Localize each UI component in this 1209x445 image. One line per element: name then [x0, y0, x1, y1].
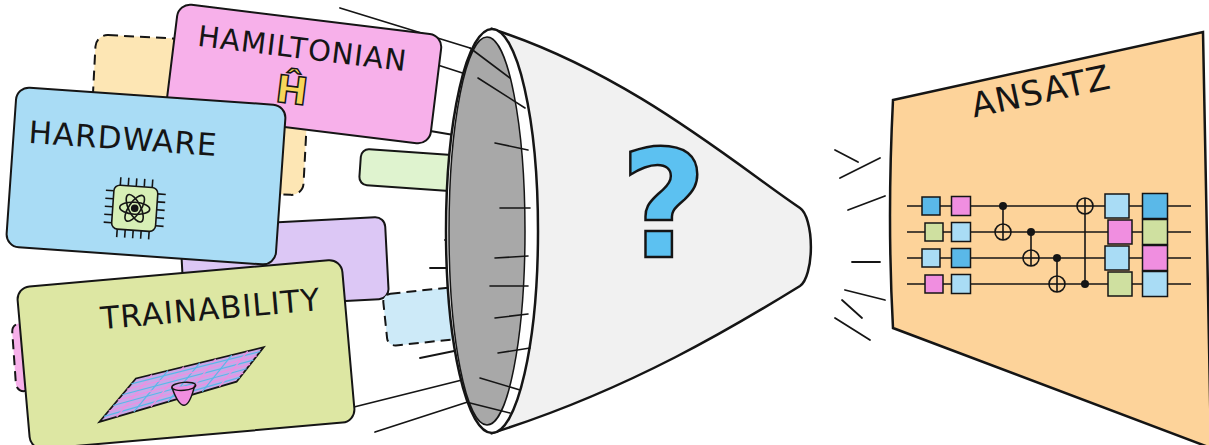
card-title: HARDWARE [28, 115, 219, 162]
motion-line [495, 143, 528, 150]
ansatz-ground [890, 32, 1209, 445]
funnel-mouth [449, 37, 525, 425]
motion-line [498, 348, 530, 353]
card-title: HAMILTONIAN [196, 21, 409, 78]
motion-line [480, 378, 520, 390]
motion-line [478, 78, 525, 108]
motion-line [495, 256, 528, 258]
funnel: ? [440, 18, 820, 445]
quantum-circuit [907, 194, 1191, 297]
funnel-cone [492, 29, 811, 433]
hardware-card: HARDWARE [5, 86, 288, 267]
ansatz-panel: ANSATZ [885, 28, 1209, 445]
motion-line [470, 403, 510, 413]
card-title: TRAINABILITY [99, 282, 322, 335]
question-mark: ? [620, 130, 708, 280]
trainability-card: TRAINABILITY [15, 258, 356, 445]
chip-icon [7, 88, 290, 269]
motion-line [495, 314, 528, 318]
motion-line [500, 207, 530, 209]
funnel-rim [446, 29, 538, 433]
motion-line [490, 285, 528, 287]
blank-card [359, 149, 456, 192]
motion-line [470, 48, 510, 78]
